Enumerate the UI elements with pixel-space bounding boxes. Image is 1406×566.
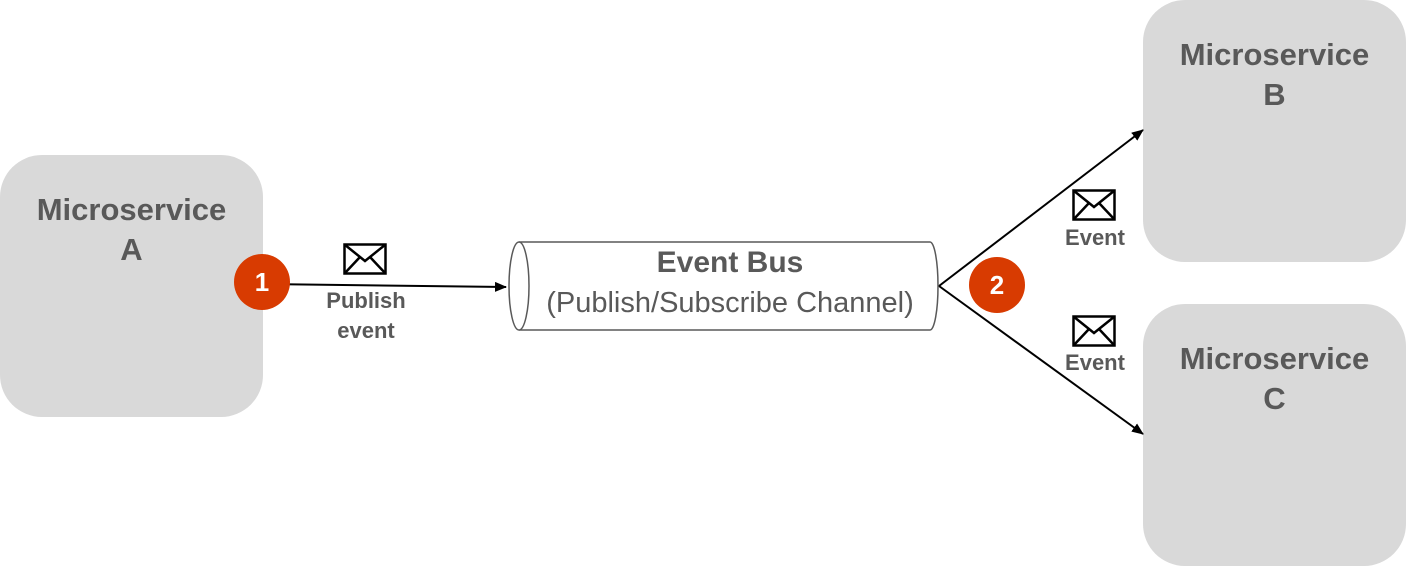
step-1-badge: 1	[234, 254, 290, 310]
event-label-c: Event	[1065, 350, 1125, 375]
publish-label-line1: Publish	[326, 288, 406, 313]
microservice-b-box: Microservice B	[1143, 0, 1406, 262]
microservice-a-letter: A	[120, 232, 143, 267]
event-bus-title: Event Bus	[656, 246, 804, 279]
microservice-c-letter: C	[1263, 381, 1286, 416]
publish-label-line2: event	[337, 318, 395, 343]
step-2-badge: 2	[969, 257, 1025, 313]
publish-arrow	[263, 281, 507, 292]
envelope-icon	[1072, 189, 1116, 221]
deliver-arrow-b	[938, 129, 1144, 287]
microservice-b-letter: B	[1263, 77, 1286, 112]
microservice-c-box: Microservice C	[1143, 304, 1406, 566]
event-label-b: Event	[1065, 225, 1125, 250]
envelope-icon	[343, 243, 387, 275]
microservice-c-name: Microservice	[1179, 341, 1370, 376]
envelope-icon	[1072, 315, 1116, 347]
microservice-a-name: Microservice	[36, 192, 227, 227]
microservice-a-box: Microservice A	[0, 155, 263, 417]
event-bus-cylinder	[508, 241, 939, 331]
deliver-arrow-c	[938, 285, 1144, 435]
event-bus-subtitle: (Publish/Subscribe Channel)	[546, 287, 914, 319]
microservice-b-name: Microservice	[1179, 37, 1370, 72]
